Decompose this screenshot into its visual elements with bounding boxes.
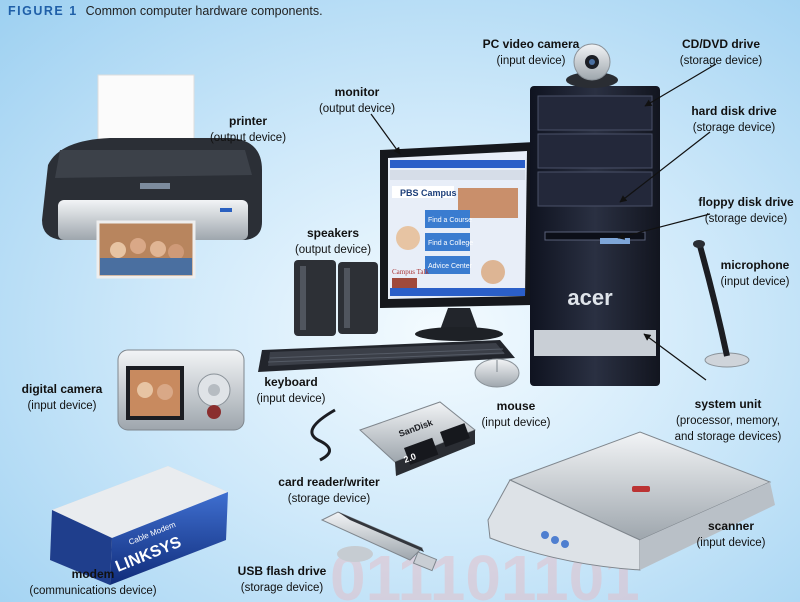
label-pc-camera: PC video camera (input device)	[483, 36, 580, 69]
label-system-unit: system unit (processor, memory, and stor…	[675, 396, 782, 445]
label-digital-camera: digital camera (input device)	[22, 381, 103, 414]
usb-drive-illustration	[320, 511, 438, 572]
digital-camera-illustration	[117, 349, 245, 431]
label-mouse-name: mouse	[496, 399, 536, 413]
modem-illustration: LINKSYS Cable Modem	[50, 466, 228, 585]
label-monitor-name: monitor	[334, 85, 380, 99]
label-system-unit-desc2: and storage devices)	[674, 431, 782, 443]
card-size: 2.0	[402, 451, 417, 465]
label-card-reader: card reader/writer (storage device)	[278, 474, 379, 507]
label-microphone: microphone (input device)	[720, 257, 789, 290]
microphone-illustration	[693, 240, 750, 368]
label-usb-name: USB flash drive	[237, 564, 327, 578]
keyboard-illustration	[258, 340, 515, 372]
label-monitor: monitor (output device)	[319, 84, 395, 117]
label-hard-disk-desc: (storage device)	[692, 122, 776, 134]
label-card-reader-name: card reader/writer	[278, 475, 380, 489]
pointer-arrows	[370, 63, 717, 381]
figure-caption: FIGURE 1 Common computer hardware compone…	[8, 4, 323, 18]
label-mouse: mouse (input device)	[481, 398, 550, 431]
label-mouse-desc: (input device)	[481, 417, 551, 429]
label-card-reader-desc: (storage device)	[287, 493, 371, 505]
arrow-cd-drive	[644, 63, 717, 107]
label-modem: modem (communications device)	[29, 566, 156, 599]
printer-illustration	[42, 74, 262, 279]
label-scanner-name: scanner	[707, 519, 755, 533]
label-speakers-name: speakers	[306, 226, 360, 240]
screen-side-text: Campus Talk	[392, 268, 429, 276]
label-modem-desc: (communications device)	[29, 585, 157, 597]
label-printer-name: printer	[228, 114, 268, 128]
label-monitor-desc: (output device)	[318, 103, 396, 115]
screen-title: PBS Campus	[400, 188, 457, 198]
label-speakers-desc: (output device)	[294, 244, 372, 256]
label-microphone-desc: (input device)	[720, 276, 790, 288]
card-reader-illustration: SanDisk 2.0	[310, 401, 476, 476]
arrow-monitor	[370, 113, 401, 155]
mouse-illustration	[474, 358, 520, 388]
screen-button-1: Find a Course	[428, 217, 472, 224]
tower-brand: acer	[567, 285, 613, 310]
monitor-illustration: PBS Campus Find a Course Find a College …	[380, 142, 535, 341]
label-keyboard-desc: (input device)	[256, 393, 326, 405]
figure-title: Common computer hardware components.	[85, 4, 323, 18]
label-keyboard: keyboard (input device)	[256, 374, 325, 407]
label-printer-desc: (output device)	[209, 132, 287, 144]
pc-camera-illustration	[566, 43, 618, 88]
system-unit-illustration: acer	[530, 86, 660, 386]
figure-number: FIGURE 1	[8, 4, 78, 18]
label-scanner-desc: (input device)	[696, 537, 766, 549]
label-floppy-desc: (storage device)	[704, 213, 788, 225]
screen-button-3: Advice Center	[428, 263, 473, 270]
label-usb: USB flash drive (storage device)	[238, 563, 327, 596]
label-system-unit-name: system unit	[694, 397, 762, 411]
screen-button-2: Find a College	[428, 240, 473, 247]
label-floppy: floppy disk drive (storage device)	[698, 194, 793, 227]
arrow-floppy	[617, 213, 711, 240]
arrow-system-unit	[643, 333, 707, 381]
arrow-hard-disk	[619, 131, 711, 203]
label-hard-disk: hard disk drive (storage device)	[691, 103, 776, 136]
label-scanner: scanner (input device)	[696, 518, 765, 551]
label-cd-drive-name: CD/DVD drive	[681, 37, 761, 51]
label-keyboard-name: keyboard	[264, 375, 318, 389]
label-usb-desc: (storage device)	[240, 582, 324, 594]
label-digital-camera-name: digital camera	[21, 382, 103, 396]
label-cd-drive-desc: (storage device)	[679, 55, 763, 67]
label-floppy-name: floppy disk drive	[698, 195, 794, 209]
label-digital-camera-desc: (input device)	[27, 400, 97, 412]
speakers-illustration	[294, 260, 378, 336]
label-cd-drive: CD/DVD drive (storage device)	[680, 36, 762, 69]
label-pc-camera-name: PC video camera	[482, 37, 580, 51]
label-microphone-name: microphone	[720, 258, 790, 272]
label-printer: printer (output device)	[210, 113, 286, 146]
label-system-unit-desc1: (processor, memory,	[676, 415, 780, 427]
label-modem-name: modem	[71, 567, 115, 581]
scanner-illustration	[487, 431, 775, 571]
label-pc-camera-desc: (input device)	[496, 55, 566, 67]
label-speakers: speakers (output device)	[295, 225, 371, 258]
label-hard-disk-name: hard disk drive	[691, 104, 777, 118]
